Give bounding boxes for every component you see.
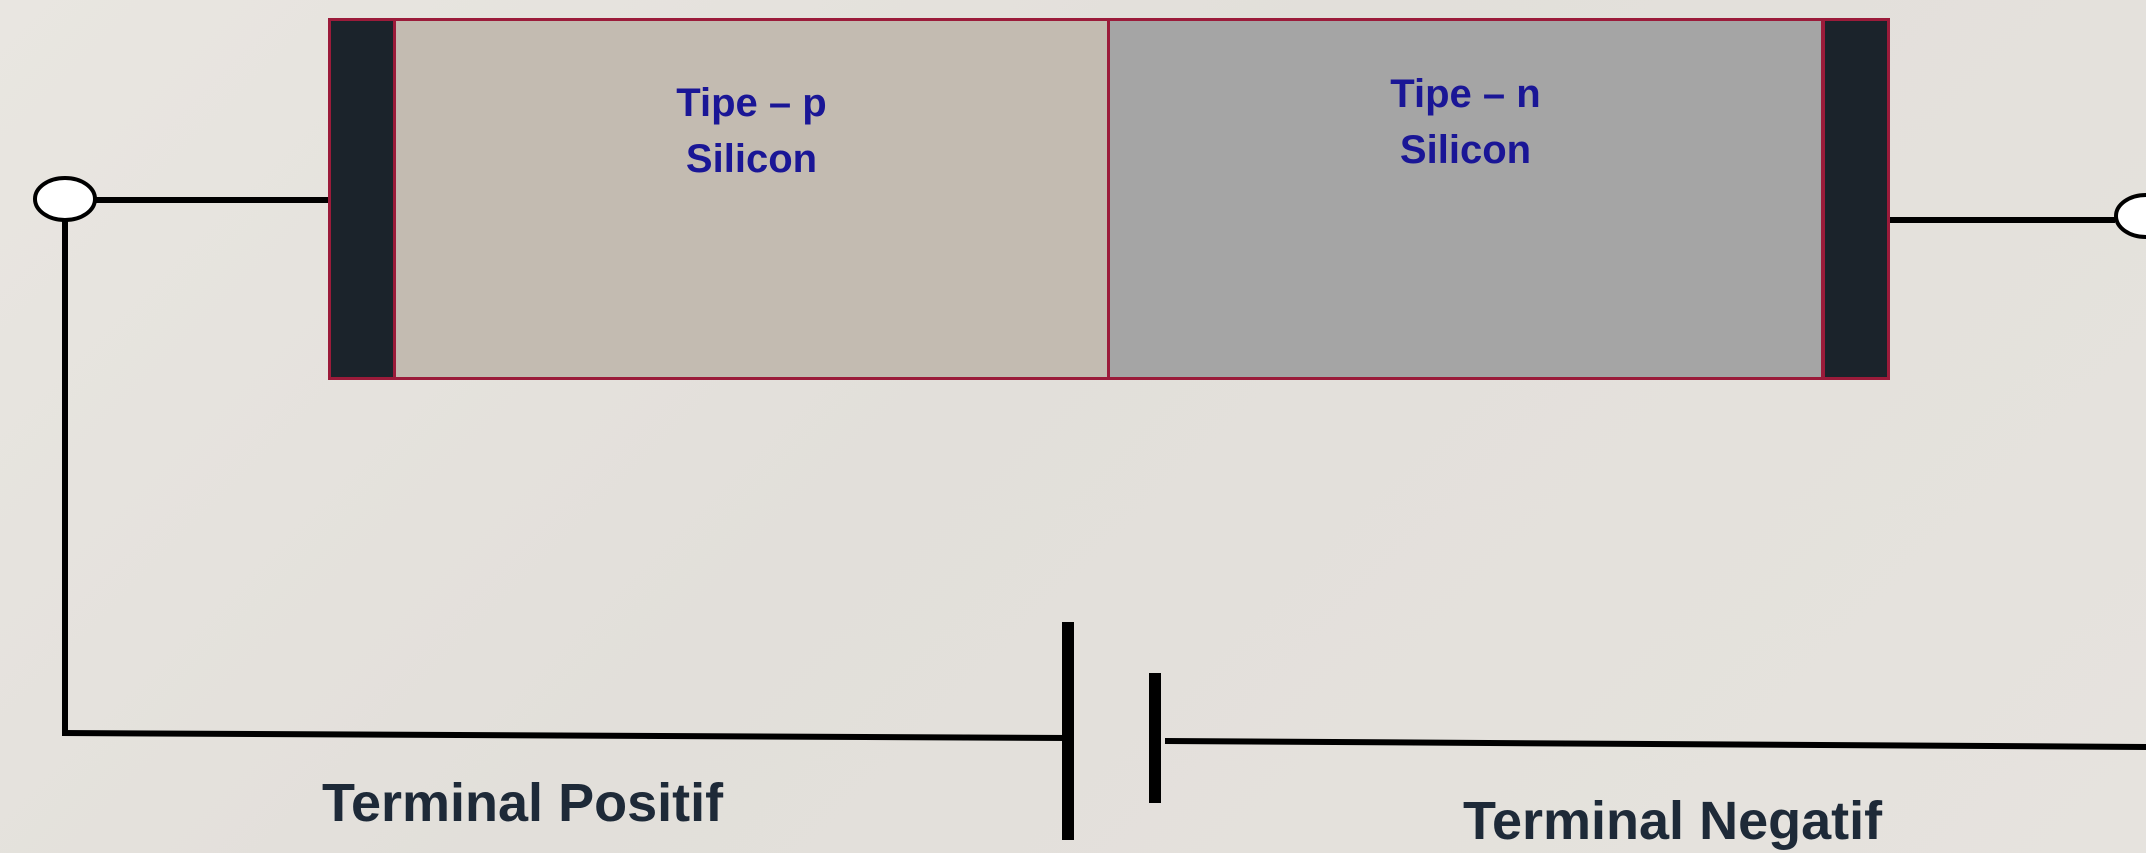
- cathode-contact: [1822, 18, 1890, 380]
- positive-wire: [61, 730, 1069, 741]
- anode-contact: [328, 18, 396, 380]
- pn-junction-diode: Tipe – p Silicon Tipe – n Silicon: [328, 18, 1890, 380]
- p-region-label-line1: Tipe – p: [676, 81, 827, 125]
- negative-terminal-label: Terminal Negatif: [1463, 791, 1883, 851]
- n-region-label-line1: Tipe – n: [1390, 72, 1541, 116]
- left-terminal-node: [33, 176, 97, 222]
- positive-terminal-label: Terminal Positif: [322, 773, 724, 833]
- n-region-label-line2: Silicon: [1399, 128, 1532, 172]
- p-type-region: Tipe – p Silicon: [393, 18, 1110, 380]
- negative-wire: [1164, 738, 2146, 750]
- right-terminal-node: [2114, 193, 2146, 239]
- n-type-region: Tipe – n Silicon: [1107, 18, 1824, 380]
- p-region-label-line2: Silicon: [685, 137, 818, 181]
